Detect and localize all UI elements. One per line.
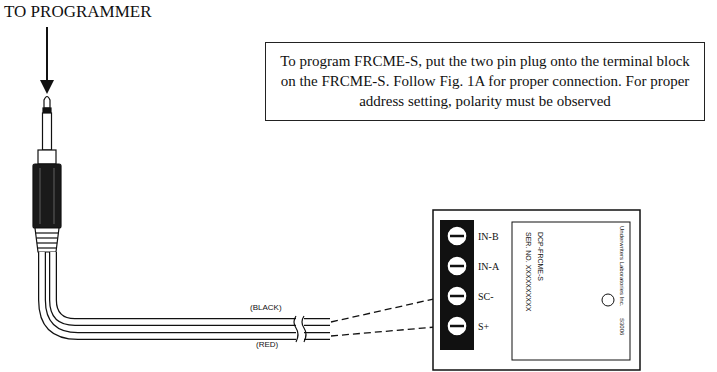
label-panel [512, 222, 630, 360]
caption-label: TO PROGRAMMER [4, 3, 152, 22]
cable-wires [42, 252, 330, 342]
model-number: DCP-FRCME-S [536, 232, 544, 281]
terminal-screws [447, 226, 467, 336]
wire-color: (BLACK) [250, 304, 282, 313]
module-housing [433, 210, 640, 370]
terminal-name: IN-A [478, 261, 499, 272]
terminal-name: IN-B [478, 231, 499, 242]
wire-color: (RED) [256, 341, 278, 350]
arrow-head [40, 80, 54, 94]
dashed-connection [331, 326, 447, 336]
terminal-name: S+ [478, 321, 489, 332]
note-text: To program FRCME-S, put the two pin plug… [278, 51, 692, 111]
terminal-name: SC- [478, 291, 494, 302]
ul-mark [602, 294, 614, 306]
listing-text: Underwriters Laboratories Inc. [618, 226, 625, 306]
note-box: To program FRCME-S, put the two pin plug… [265, 42, 705, 121]
pointer-arrow [46, 27, 48, 84]
programmer-plug [33, 97, 61, 253]
dashed-connection [331, 296, 447, 322]
serial-number: SER. NO. XXXXXXXXXX [524, 232, 532, 311]
listing-code: S3006 [618, 318, 625, 335]
terminal-block [440, 220, 474, 350]
